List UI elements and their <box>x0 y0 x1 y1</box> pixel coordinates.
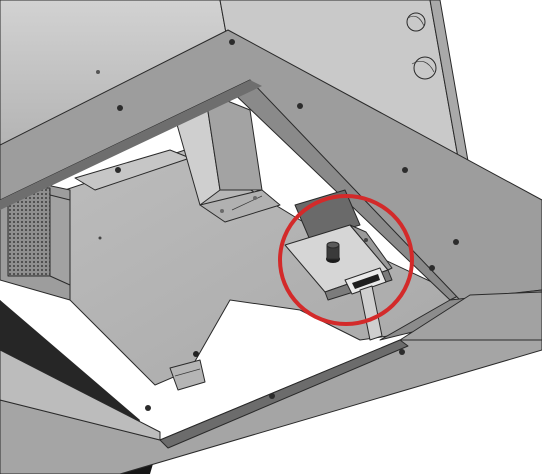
screw-hole <box>145 405 151 411</box>
screw-hole <box>399 349 405 355</box>
screw-hole <box>269 393 275 399</box>
screw-hole <box>453 239 459 245</box>
screw-hole <box>229 39 235 45</box>
knockout-hole <box>413 56 437 80</box>
screw-hole <box>402 167 408 173</box>
mount-bracket <box>284 189 393 341</box>
highlight-circle <box>278 194 414 326</box>
screw-hole <box>297 103 303 109</box>
vent-grille <box>7 187 51 277</box>
screw-hole <box>117 105 123 111</box>
screw-hole <box>429 265 435 271</box>
knockout-hole <box>406 12 426 32</box>
mounting-clip <box>169 351 206 391</box>
